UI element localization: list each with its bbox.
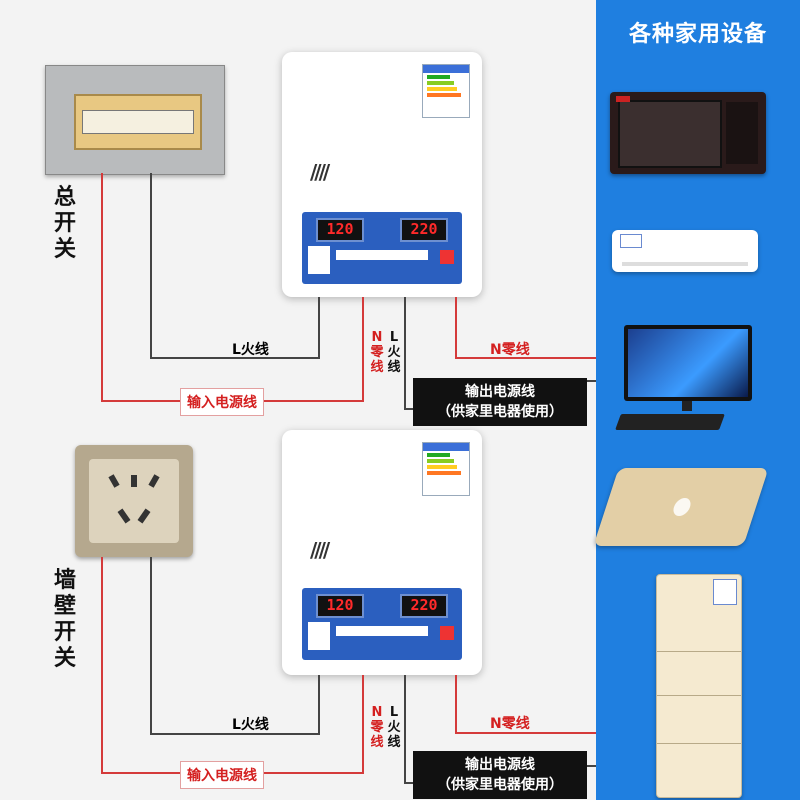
vent-icon: ////	[310, 538, 330, 562]
main-switch-label: 总开关	[53, 185, 76, 262]
voltage-regulator-bottom: //// 120 220	[282, 430, 482, 675]
live-vertical-label: L火线	[387, 330, 401, 375]
live-vertical-label: L火线	[387, 705, 401, 750]
output-power-box: 输出电源线 （供家里电器使用）	[413, 751, 587, 799]
output-line1: 输出电源线	[465, 384, 535, 400]
output-line2: （供家里电器使用）	[437, 404, 563, 420]
monitor-icon	[624, 325, 752, 401]
input-voltage-display: 120	[316, 218, 364, 242]
panel-title: 各种家用设备	[628, 22, 767, 47]
neutral-out-label: N零线	[490, 342, 530, 358]
neutral-vertical-label: N零线	[370, 705, 384, 750]
output-line2: （供家里电器使用）	[437, 777, 563, 793]
control-panel: 120 220	[302, 588, 462, 660]
keyboard-icon	[615, 414, 725, 430]
energy-label-icon	[422, 64, 470, 118]
laptop-icon	[593, 468, 769, 546]
neutral-out-label: N零线	[490, 716, 530, 732]
refrigerator-icon	[656, 574, 742, 798]
energy-label-icon	[422, 442, 470, 496]
monitor-stand	[682, 401, 692, 411]
wall-socket-icon	[75, 445, 193, 557]
output-power-box: 输出电源线 （供家里电器使用）	[413, 378, 587, 426]
neutral-vertical-label: N零线	[370, 330, 384, 375]
voltage-regulator-top: //// 120 220	[282, 52, 482, 297]
output-voltage-display: 220	[400, 218, 448, 242]
live-wire-label: L火线	[232, 717, 269, 733]
output-voltage-display: 220	[400, 594, 448, 618]
wall-switch-label: 墙壁开关	[53, 568, 76, 671]
live-wire-label: L火线	[232, 342, 269, 358]
input-power-label: 输入电源线	[180, 388, 264, 416]
control-panel: 120 220	[302, 212, 462, 284]
vent-icon: ////	[310, 160, 330, 184]
air-conditioner-icon	[612, 230, 758, 272]
microwave-icon	[610, 92, 766, 174]
breaker-box-icon	[45, 65, 225, 175]
input-voltage-display: 120	[316, 594, 364, 618]
input-power-label: 输入电源线	[180, 761, 264, 789]
output-line1: 输出电源线	[465, 757, 535, 773]
